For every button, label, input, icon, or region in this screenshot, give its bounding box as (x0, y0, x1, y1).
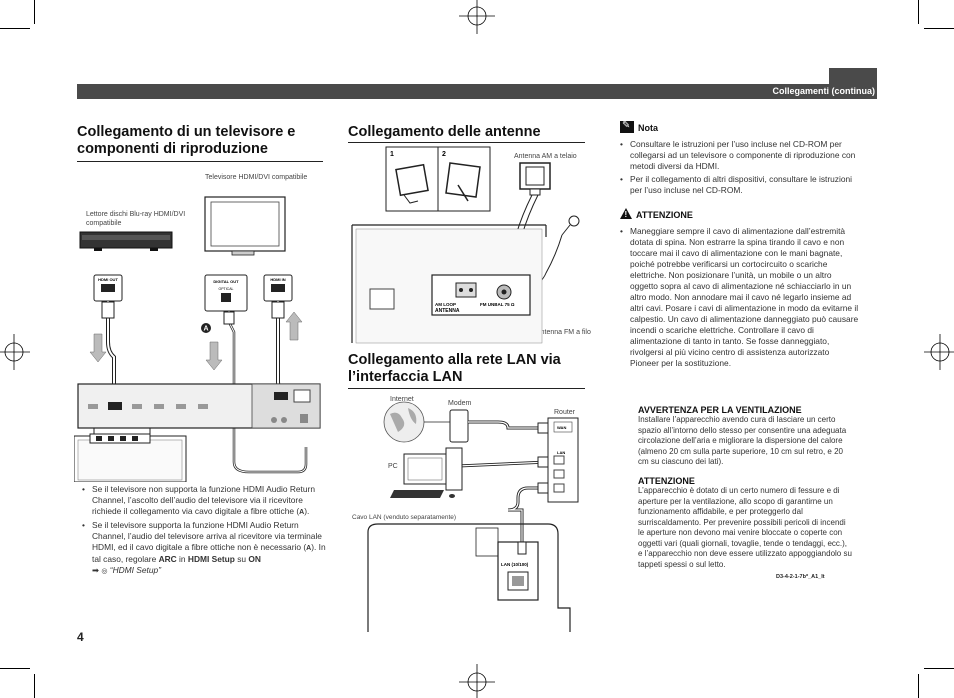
lan-diagram: Internet Modem Router PC Cavo LAN (vendu… (352, 396, 579, 632)
marker-a-ref: A (306, 545, 312, 552)
nota-block: Nota Consultare le istruzioni per l’uso … (620, 120, 860, 198)
port-digital-out: DIGITAL OUT (213, 279, 239, 284)
nota-item: Per il collegamento di altri dispositivi… (620, 174, 860, 196)
port-lan: LAN (557, 450, 565, 455)
attenzione-text: Maneggiare sempre il cavo di alimentazio… (620, 226, 860, 369)
header-section-label: Collegamenti (continua) (772, 86, 875, 96)
crop-mark (34, 674, 35, 698)
arrow-icon: ➡ (92, 565, 100, 575)
label-am-antenna: Antenna AM a telaio (514, 153, 577, 160)
ventilazione-heading: AVVERTENZA PER LA VENTILAZIONE (638, 405, 802, 415)
attenzione2-text: L’apparecchio è dotato di un certo numer… (638, 486, 852, 569)
attenzione-block: !ATTENZIONE Maneggiare sempre il cavo di… (620, 208, 860, 371)
port-am-loop: AM LOOP (435, 302, 456, 307)
crop-mark (918, 0, 919, 24)
tv-section-title: Collegamento di un televisore e componen… (77, 124, 296, 157)
port-lan-receiver: LAN (10/100) (501, 562, 529, 567)
attenzione-heading: !ATTENZIONE (620, 208, 860, 220)
antenna-section-rule (348, 142, 585, 143)
antenna-diagram: 1 2 AM LOOP FM UNBAL 75 Ω ANTENNA (351, 146, 580, 344)
registration-mark-bottom (459, 664, 495, 698)
label-lan-cable: Cavo LAN (venduto separatamente) (352, 514, 456, 521)
antenna-section-title: Collegamento delle antenne (348, 124, 541, 140)
tv-note-2: Se il televisore supporta la funzione HD… (82, 520, 332, 577)
port-antenna: ANTENNA (435, 308, 460, 314)
crop-mark (924, 28, 954, 29)
port-hdmi-in: HDMI IN (270, 277, 285, 282)
crop-mark (0, 668, 30, 669)
registration-mark-right (924, 334, 954, 370)
tv-connection-diagram: HDMI OUT DIGITAL OUT OPTICAL HDMI IN A (74, 196, 321, 482)
pencil-icon (620, 120, 634, 133)
attenzione2-block: ATTENZIONE L’apparecchio è dotato di un … (638, 476, 853, 570)
step-2: 2 (442, 151, 446, 158)
crop-mark (924, 668, 954, 669)
label-tv: Televisore HDMI/DVI compatibile (205, 174, 308, 181)
crop-mark (34, 0, 35, 24)
registration-mark-left (0, 334, 30, 370)
ventilazione-text: Installare l’apparecchio avendo cura di … (638, 415, 847, 466)
tv-note-1: Se il televisore non supporta la funzion… (82, 484, 332, 518)
crop-mark (918, 674, 919, 698)
registration-mark-top (459, 0, 495, 34)
page-number: 4 (77, 630, 84, 644)
header-tab (829, 68, 877, 84)
port-fm-unbal: FM UNBAL 75 Ω (480, 302, 515, 307)
step-1: 1 (390, 151, 394, 158)
crop-mark (0, 28, 30, 29)
label-internet: Internet (390, 396, 414, 403)
port-wan: WAN (557, 425, 566, 430)
attenzione2-heading: ATTENZIONE (638, 476, 695, 486)
cdrom-icon: ◎ (101, 568, 108, 575)
label-fm-antenna: Antenna FM a filo (536, 329, 591, 336)
marker-a: A (203, 326, 208, 333)
label-router: Router (554, 409, 576, 416)
nota-heading: Nota (620, 120, 860, 133)
port-optical: OPTICAL (219, 287, 234, 291)
lan-section-rule (348, 388, 585, 389)
footer-code: D3-4-2-1-7b*_A1_It (776, 574, 825, 580)
tv-notes: Se il televisore non supporta la funzion… (82, 484, 332, 579)
tv-section-rule (77, 161, 323, 162)
nota-item: Consultare le istruzioni per l’uso inclu… (620, 139, 860, 172)
ventilazione-block: AVVERTENZA PER LA VENTILAZIONE Installar… (638, 405, 853, 468)
warning-icon: ! (620, 208, 632, 219)
lan-section-title: Collegamento alla rete LAN via l’interfa… (348, 352, 561, 385)
header-bar (77, 84, 877, 99)
label-modem: Modem (448, 400, 472, 407)
label-bluray: Lettore dischi Blu-ray HDMI/DVI compatib… (86, 211, 186, 227)
marker-a-ref: A (299, 509, 305, 516)
label-pc: PC (388, 463, 398, 470)
port-hdmi-out: HDMI OUT (98, 277, 118, 282)
